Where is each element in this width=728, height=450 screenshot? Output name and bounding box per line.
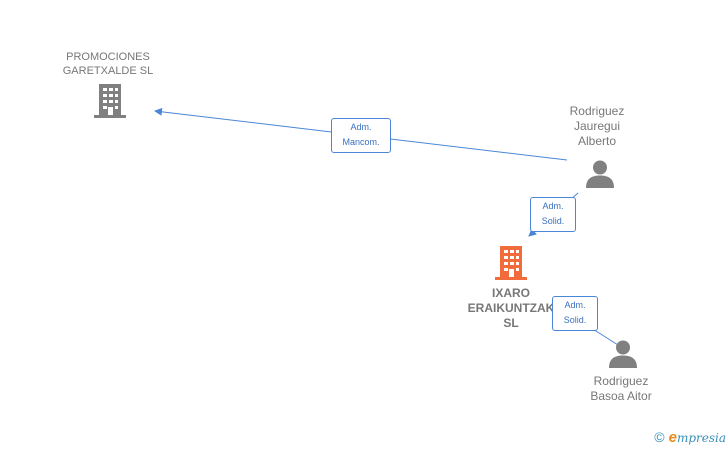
- node-label-line: Rodriguez: [593, 374, 649, 388]
- building-icon-main[interactable]: [495, 246, 527, 280]
- node-label-line: IXARO: [491, 286, 530, 300]
- edge-label-line: Adm.: [564, 300, 586, 310]
- node-label-rodriguez-basoa-aitor[interactable]: Rodriguez Basoa Aitor: [575, 374, 667, 404]
- node-label-line: Rodriguez: [569, 104, 625, 118]
- node-label-line: Jauregui: [573, 119, 621, 133]
- brand-watermark: ©empresia: [654, 429, 726, 446]
- node-label-ixaro-eraikuntzak[interactable]: IXARO ERAIKUNTZAK SL: [455, 286, 567, 331]
- node-label-line: PROMOCIONES: [66, 51, 150, 63]
- node-label-line: SL: [503, 316, 519, 330]
- edge-label-line: Adm.: [542, 201, 564, 211]
- node-label-line: ERAIKUNTZAK: [467, 301, 555, 315]
- edge-label-line: Mancom.: [342, 137, 380, 147]
- brand-logo-initial: e: [668, 429, 677, 446]
- person-icon[interactable]: [585, 160, 615, 188]
- edge-label-adm-mancom[interactable]: Adm. Mancom.: [331, 118, 391, 153]
- edge-label-line: Solid.: [541, 216, 565, 226]
- brand-logo-text: mpresia: [676, 431, 726, 445]
- edge-label-adm-solid[interactable]: Adm. Solid.: [530, 197, 576, 232]
- copyright-icon: ©: [654, 429, 665, 445]
- edge-label-line: Solid.: [563, 315, 587, 325]
- edge-label-adm-solid[interactable]: Adm. Solid.: [552, 296, 598, 331]
- node-label-rodriguez-jauregui-alberto[interactable]: Rodriguez Jauregui Alberto: [552, 104, 642, 149]
- node-label-promociones-garetxalde[interactable]: PROMOCIONES GARETXALDE SL: [38, 50, 178, 78]
- node-label-line: GARETXALDE SL: [62, 65, 154, 77]
- person-icon[interactable]: [608, 340, 638, 368]
- edge-label-line: Adm.: [350, 122, 372, 132]
- building-icon[interactable]: [94, 84, 126, 118]
- node-label-line: Alberto: [577, 134, 617, 148]
- node-label-line: Basoa Aitor: [590, 389, 652, 403]
